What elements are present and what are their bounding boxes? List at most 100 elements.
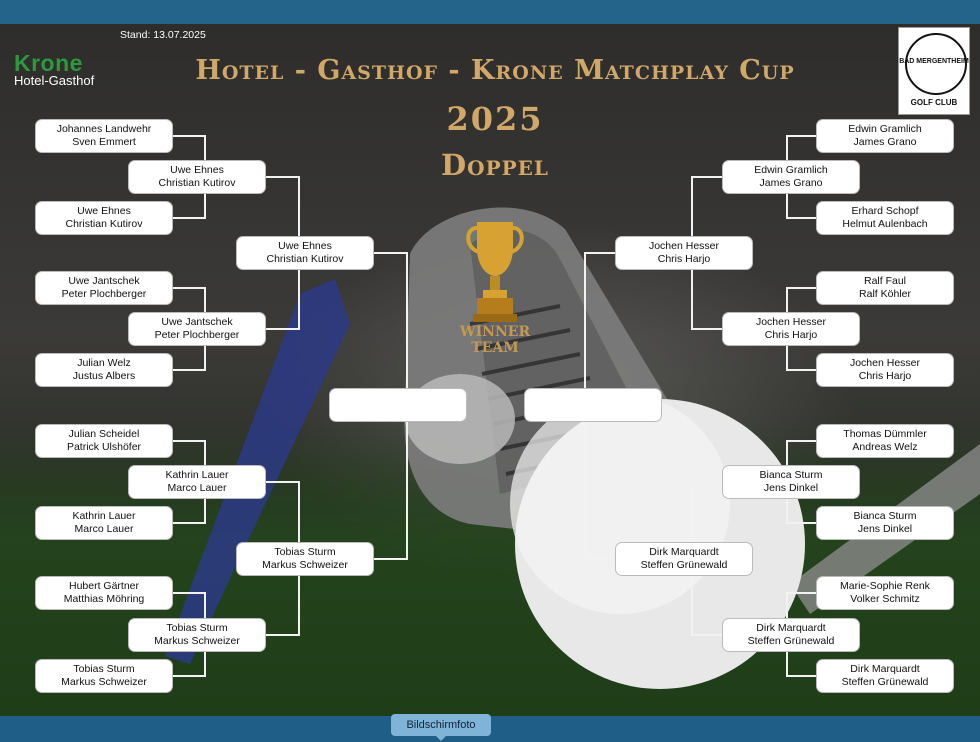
club-logo-ring	[905, 33, 967, 95]
connector-line	[787, 135, 818, 137]
connector-line	[172, 440, 205, 442]
golf-club-logo: BAD MERGENTHEIM GOLF CLUB	[898, 27, 970, 115]
team-player-name: Edwin Gramlich	[848, 123, 922, 135]
logo-subtitle: Hotel-Gasthof	[14, 73, 95, 88]
team-player-name: Bianca Sturm	[759, 469, 823, 481]
team-player-name: Julian Scheidel	[68, 428, 140, 440]
connector-line	[172, 369, 205, 371]
team-player-name: Chris Harjo	[657, 253, 711, 265]
team-player-name: Justus Albers	[72, 370, 136, 382]
final-box-left	[330, 389, 466, 421]
connector-line	[692, 481, 724, 483]
page-year: 2025	[446, 100, 544, 138]
connector-line	[373, 252, 407, 254]
connector-line	[172, 522, 205, 524]
team-player-name: Peter Plochberger	[61, 288, 147, 300]
winner-line-2: TEAM	[471, 340, 519, 356]
connector-line	[787, 522, 818, 524]
screenshot-tag-button[interactable]: Bildschirmfoto	[391, 714, 491, 741]
connector-line	[172, 592, 205, 594]
club-logo-top-text: BAD MERGENTHEIM	[899, 58, 969, 65]
trophy-icon	[466, 222, 524, 322]
team-player-name: Chris Harjo	[764, 329, 818, 341]
final-box-right	[525, 389, 661, 421]
team-player-name: Jens Dinkel	[763, 482, 819, 494]
team-player-name: Edwin Gramlich	[754, 164, 828, 176]
team-player-name: Sven Emmert	[72, 136, 136, 148]
connector-line	[172, 675, 205, 677]
team-player-name: Johannes Landwehr	[56, 123, 152, 135]
connector-line	[265, 176, 299, 178]
team-player-name: Tobias Sturm	[274, 546, 336, 558]
team-player-name: Jochen Hesser	[755, 316, 827, 328]
connector-line	[787, 440, 818, 442]
connector-line	[692, 328, 724, 330]
page-subtitle: Doppel	[441, 148, 549, 182]
team-player-name: Steffen Grünewald	[640, 559, 728, 571]
team-player-name: Uwe Jantschek	[161, 316, 233, 328]
connector-line	[787, 287, 818, 289]
team-player-name: Jens Dinkel	[857, 523, 913, 535]
team-player-name: Andreas Welz	[852, 441, 918, 453]
krone-logo: Krone Hotel-Gasthof	[14, 52, 94, 88]
logo-name: Krone	[14, 50, 83, 76]
connector-line	[692, 176, 724, 178]
team-player-name: Uwe Ehnes	[77, 205, 131, 217]
team-player-name: Uwe Ehnes	[170, 164, 224, 176]
team-player-name: Steffen Grünewald	[841, 676, 929, 688]
team-player-name: Jochen Hesser	[648, 240, 720, 252]
team-player-name: James Grano	[853, 136, 917, 148]
team-player-name: Ralf Faul	[863, 275, 906, 287]
team-player-name: Christian Kutirov	[266, 253, 344, 265]
top-bar	[0, 0, 980, 24]
team-player-name: Markus Schweizer	[61, 676, 147, 688]
team-player-name: Tobias Sturm	[166, 622, 228, 634]
team-player-name: Jochen Hesser	[849, 357, 921, 369]
connector-line	[585, 252, 618, 254]
connector-line	[787, 675, 818, 677]
club-logo-bottom-text: GOLF CLUB	[910, 98, 958, 107]
team-player-name: Tobias Sturm	[73, 663, 135, 675]
connector-line	[585, 558, 618, 560]
team-player-name: Dirk Marquardt	[850, 663, 920, 675]
team-player-name: Peter Plochberger	[154, 329, 240, 341]
connector-line	[787, 369, 818, 371]
team-player-name: Christian Kutirov	[65, 218, 143, 230]
team-player-name: Kathrin Lauer	[72, 510, 136, 522]
team-player-name: Volker Schmitz	[850, 593, 920, 605]
connector-line	[373, 558, 407, 560]
connector-line	[172, 217, 205, 219]
winner-label: WINNER TEAM	[440, 324, 550, 356]
team-player-name: Kathrin Lauer	[165, 469, 229, 481]
connector-line	[265, 328, 299, 330]
team-player-name: Matthias Möhring	[63, 593, 145, 605]
team-player-name: Dirk Marquardt	[649, 546, 719, 558]
connector-line	[692, 634, 724, 636]
team-player-name: Markus Schweizer	[154, 635, 240, 647]
team-player-name: Steffen Grünewald	[747, 635, 835, 647]
